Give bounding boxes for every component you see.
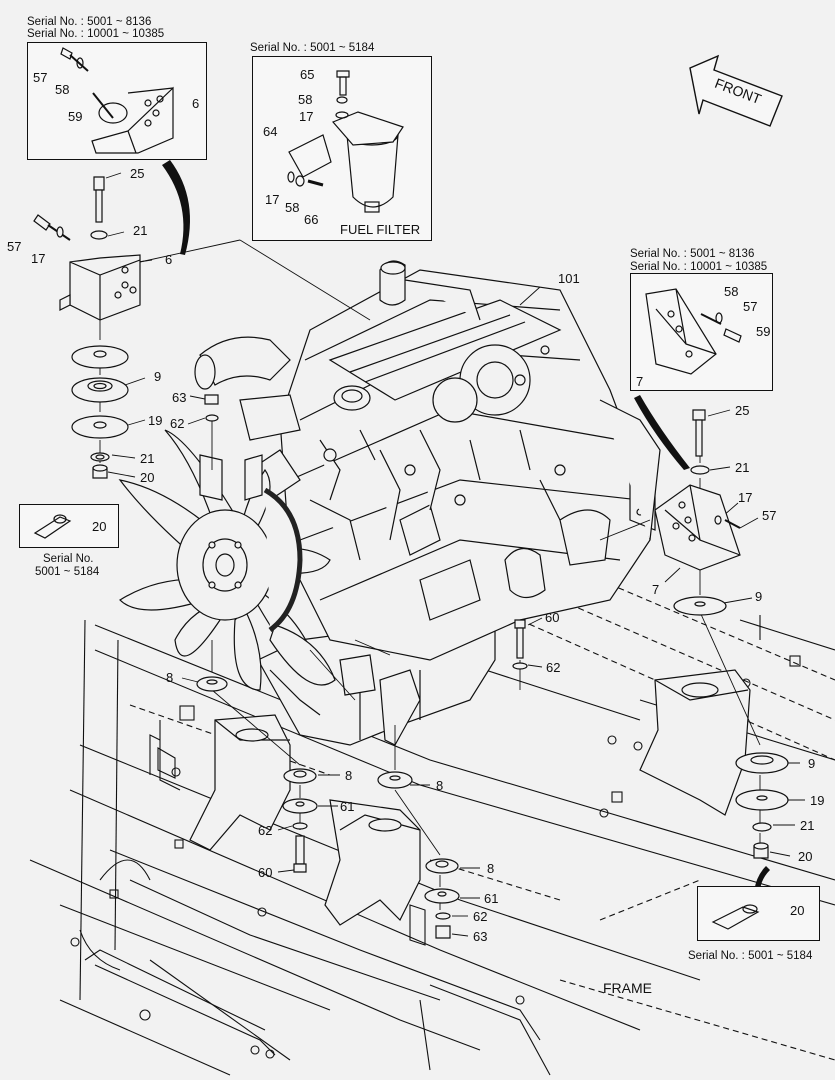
callout-58: 58 (298, 92, 313, 107)
engine-assembly (194, 260, 661, 746)
callout-20: 20 (798, 849, 813, 864)
callout-17: 17 (265, 192, 280, 207)
callout-17: 17 (738, 490, 753, 505)
callout-25: 25 (735, 403, 750, 418)
callout-60: 60 (545, 610, 560, 625)
front-arrow (689, 54, 783, 127)
inset-box-top-left (27, 42, 207, 160)
serial-bottom-right: Serial No. : 5001 ~ 5184 (688, 950, 813, 962)
serial-fuel-filter: Serial No. : 5001 ~ 5184 (250, 42, 375, 54)
callout-21: 21 (800, 818, 815, 833)
frame-label: FRAME (603, 980, 652, 996)
callout-59: 59 (68, 109, 83, 124)
callout-21: 21 (735, 460, 750, 475)
callout-19: 19 (148, 413, 163, 428)
cooling-fan (118, 429, 336, 691)
mount-pedestals (189, 669, 751, 926)
serial-left-small-2: 5001 ~ 5184 (35, 566, 100, 578)
callout-21: 21 (133, 223, 148, 238)
callout-9: 9 (154, 369, 162, 384)
serial-right-1: Serial No. : 5001 ~ 8136 (630, 248, 755, 260)
callout-57: 57 (33, 70, 48, 85)
callout-8: 8 (166, 670, 174, 685)
callout-17: 17 (299, 109, 314, 124)
callout-62: 62 (258, 823, 273, 838)
callout-61: 61 (484, 891, 499, 906)
callout-9: 9 (808, 756, 816, 771)
lower-left-mount-parts (196, 619, 528, 939)
inset-box-left-small (19, 504, 119, 548)
serial-top-left-2: Serial No. : 10001 ~ 10385 (27, 28, 165, 40)
callout-6: 6 (192, 96, 200, 111)
callout-59: 59 (756, 324, 771, 339)
callout-65: 65 (300, 67, 315, 82)
callout-57: 57 (762, 508, 777, 523)
callout-21: 21 (140, 451, 155, 466)
callout-62: 62 (170, 416, 185, 431)
callout-101: 101 (558, 271, 580, 286)
fuel-filter-caption: FUEL FILTER (340, 222, 421, 237)
callout-17: 17 (31, 251, 46, 266)
callout-62: 62 (546, 660, 561, 675)
callout-8: 8 (487, 861, 495, 876)
serial-right-2: Serial No. : 10001 ~ 10385 (630, 261, 768, 273)
callout-7: 7 (652, 582, 660, 597)
callout-19: 19 (810, 793, 825, 808)
callout-66: 66 (304, 212, 319, 227)
callout-63: 63 (172, 390, 187, 405)
callout-57: 57 (7, 239, 22, 254)
callout-58: 58 (55, 82, 70, 97)
callout-58: 58 (285, 200, 300, 215)
inset-box-bottom-right (697, 886, 820, 941)
callout-7: 7 (636, 374, 644, 389)
callout-20: 20 (92, 519, 107, 534)
callout-63: 63 (473, 929, 488, 944)
serial-left-small-1: Serial No. (43, 553, 94, 565)
callout-25: 25 (130, 166, 145, 181)
inset-box-right (630, 273, 773, 391)
left-mount-parts (33, 176, 219, 479)
callout-20: 20 (140, 470, 155, 485)
callout-61: 61 (340, 799, 355, 814)
callout-8: 8 (345, 768, 353, 783)
frame-drawing (29, 579, 835, 1076)
callout-8: 8 (436, 778, 444, 793)
inset-box-fuel-filter (252, 56, 432, 241)
callout-64: 64 (263, 124, 278, 139)
callout-6: 6 (165, 252, 173, 267)
serial-top-left-1: Serial No. : 5001 ~ 8136 (27, 16, 152, 28)
right-mount-parts (654, 409, 789, 859)
callout-62: 62 (473, 909, 488, 924)
callout-20: 20 (790, 903, 805, 918)
callout-60: 60 (258, 865, 273, 880)
callout-9: 9 (755, 589, 763, 604)
callout-57: 57 (743, 299, 758, 314)
callout-58: 58 (724, 284, 739, 299)
